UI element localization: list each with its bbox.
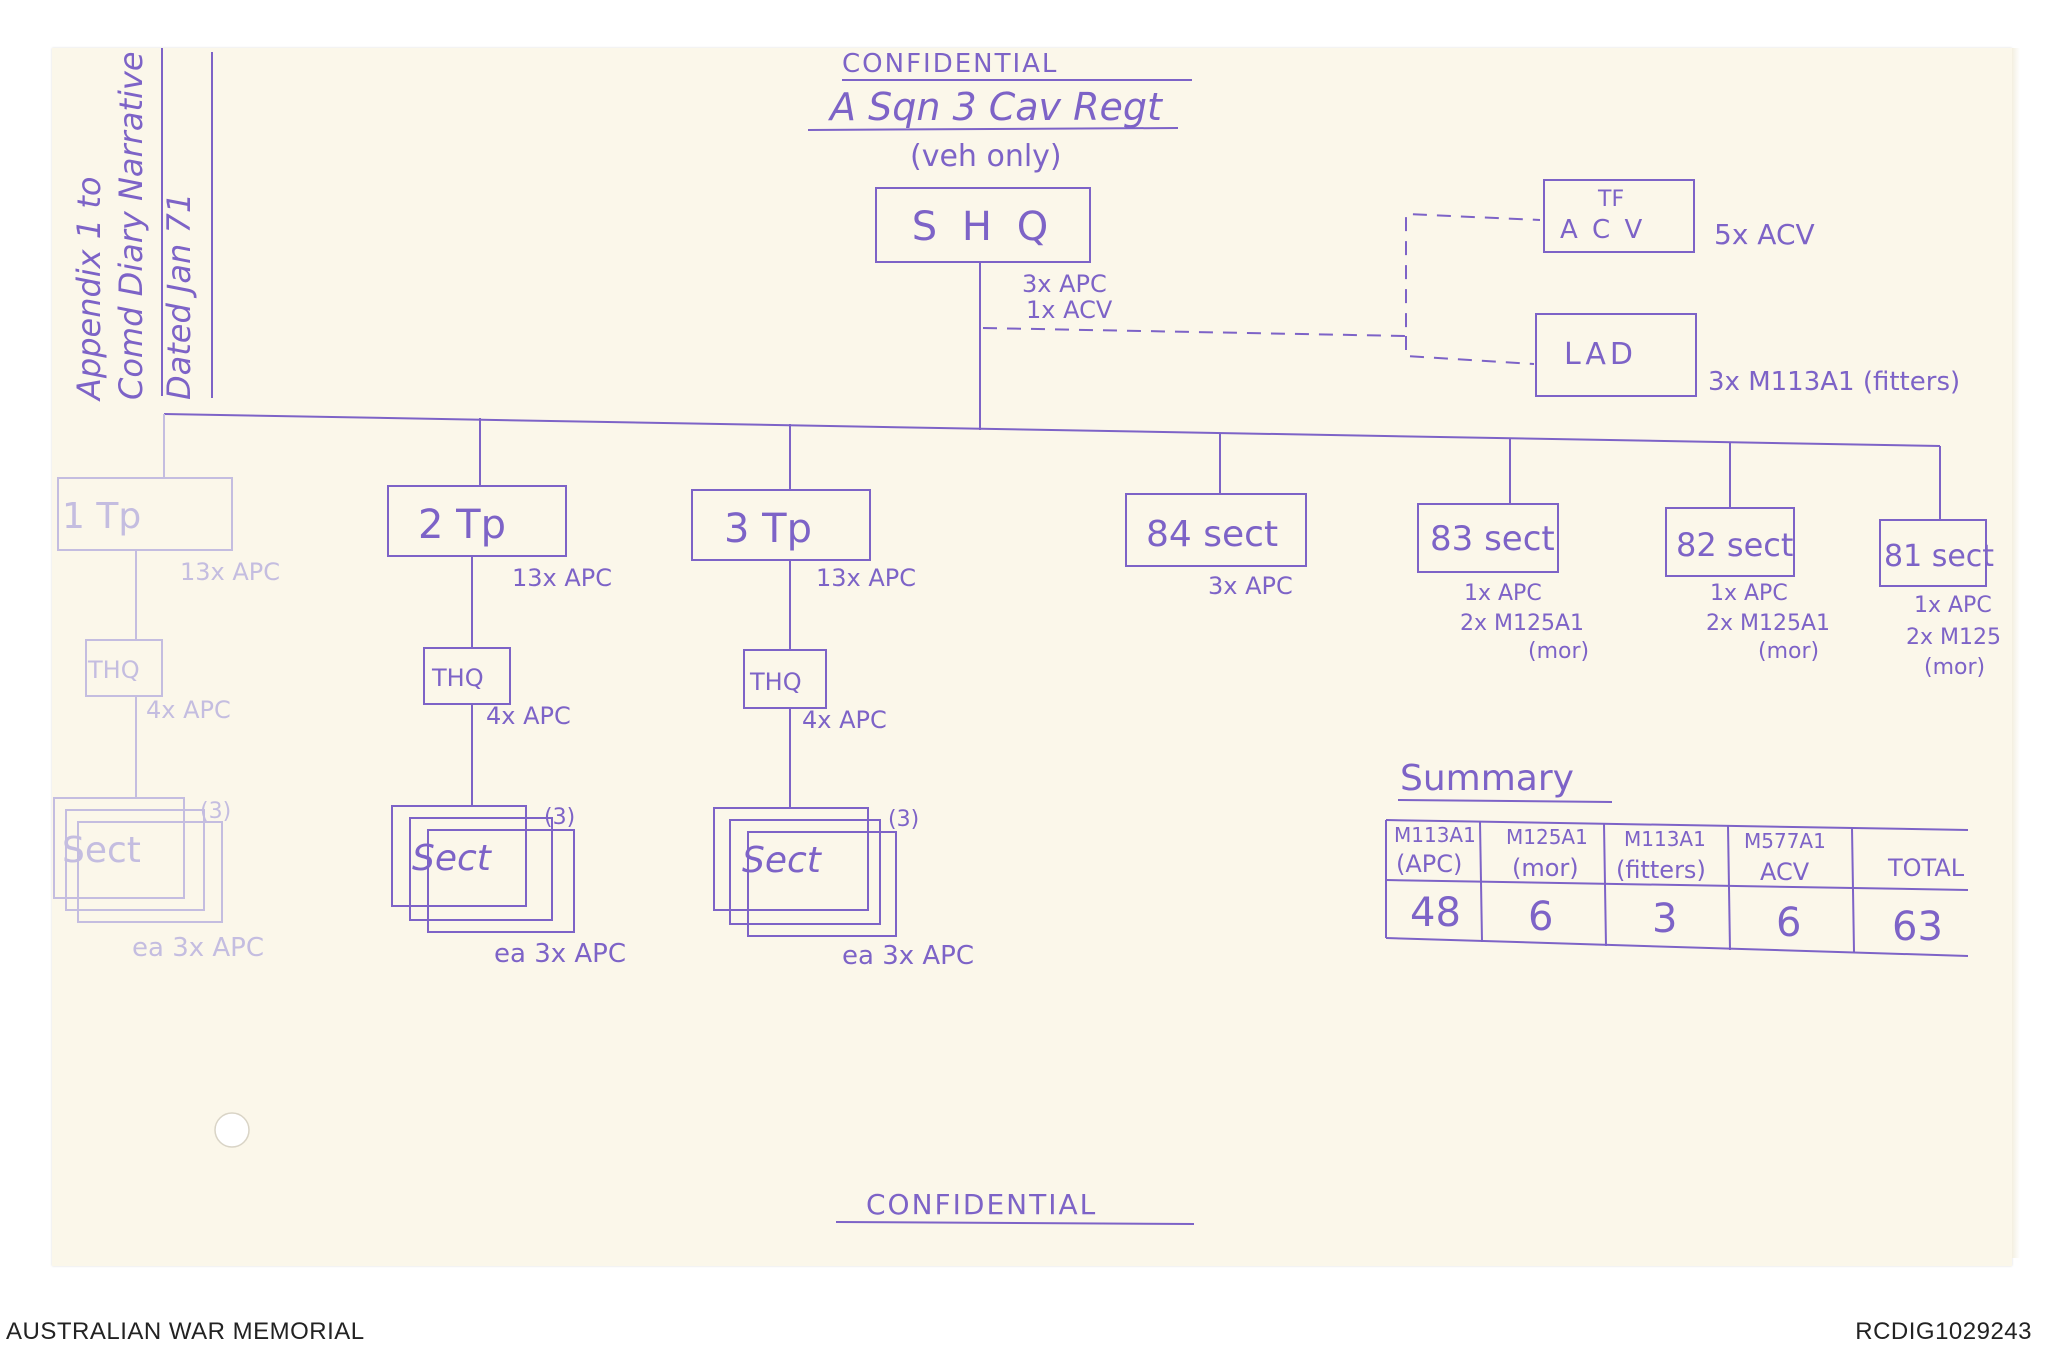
sect-81-vehicles-mor: (mor) xyxy=(1924,655,1985,680)
tf-acv-label-top: TF xyxy=(1597,187,1624,212)
troop-3-thq-box xyxy=(743,649,827,709)
summary-col4-line1: M577A1 xyxy=(1744,829,1826,853)
troop-2-thq-label: THQ xyxy=(431,664,484,692)
lad-label: LAD xyxy=(1564,337,1637,372)
troop-1-thq-vehicles: 4x APC xyxy=(146,696,231,724)
paper-edge xyxy=(2012,48,2020,1258)
summary-col1-line1: M113A1 xyxy=(1394,823,1476,847)
tf-acv-box xyxy=(1543,179,1695,253)
troop-1-sect-vehicles: ea 3x APC xyxy=(132,933,264,963)
sect-83-box xyxy=(1417,503,1559,573)
troop-2-sect-count: (3) xyxy=(544,805,575,830)
summary-col5-line2: TOTAL xyxy=(1887,854,1965,882)
footer-source: AUSTRALIAN WAR MEMORIAL xyxy=(6,1318,365,1345)
summary-col3-line2: (fitters) xyxy=(1616,856,1706,884)
summary-col3-line1: M113A1 xyxy=(1624,827,1706,851)
summary-col4-value: 6 xyxy=(1776,900,1801,946)
margin-note-line1: Appendix 1 to xyxy=(70,177,108,402)
chart-subtitle: (veh only) xyxy=(910,139,1062,174)
troop-2-vehicles: 13x APC xyxy=(512,564,612,592)
troop-2-thq-vehicles: 4x APC xyxy=(486,702,571,730)
troop-3-box xyxy=(691,489,871,561)
troop-3-thq-vehicles: 4x APC xyxy=(802,706,887,734)
troop-1-thq-label: THQ xyxy=(87,656,140,684)
punch-hole xyxy=(214,1112,250,1148)
troop-1-sect-label: Sect xyxy=(62,830,141,871)
sect-83-vehicles-apc: 1x APC xyxy=(1464,581,1542,606)
sect-81-vehicles-m125: 2x M125 xyxy=(1906,625,2001,650)
link-tf-acv xyxy=(982,212,1541,338)
margin-note: Appendix 1 to Comd Diary Narrative Dated… xyxy=(70,51,198,402)
summary-col1-value: 48 xyxy=(1410,890,1461,936)
troop-2-sect-label: Sect xyxy=(412,838,493,879)
sect-82-label: 82 sect xyxy=(1676,526,1793,564)
link-lad xyxy=(1405,336,1535,365)
summary-col3-value: 3 xyxy=(1652,896,1677,942)
lad-box xyxy=(1535,313,1697,397)
troop-1-sect-count: (3) xyxy=(200,799,231,824)
troop-3-thq-label: THQ xyxy=(749,668,802,696)
troop-2-label: 2 Tp xyxy=(418,502,506,548)
summary-col2-value: 6 xyxy=(1528,894,1553,940)
summary-title: Summary xyxy=(1400,758,1574,799)
summary-col4-line2: ACV xyxy=(1760,858,1810,886)
troop-2-sect-box xyxy=(391,805,527,907)
classification-top: CONFIDENTIAL xyxy=(842,49,1058,79)
chart-title: A Sqn 3 Cav Regt xyxy=(827,85,1164,129)
margin-note-line2: Comd Diary Narrative xyxy=(112,51,150,400)
sect-82-vehicles-apc: 1x APC xyxy=(1710,581,1788,606)
troop-3-sect-count: (3) xyxy=(888,807,919,832)
underline xyxy=(1397,799,1613,803)
troop-1-vehicles: 13x APC xyxy=(180,558,280,586)
troop-1-label: 1 Tp xyxy=(62,496,141,537)
troop-1-thq-box xyxy=(85,639,163,697)
footer-reference: RCDIG1029243 xyxy=(1855,1318,2032,1345)
underline xyxy=(835,1221,1195,1225)
sect-84-label: 84 sect xyxy=(1146,514,1278,555)
shq-vehicles-apc: 3x APC xyxy=(1022,270,1107,298)
margin-note-line3: Dated Jan 71 xyxy=(160,193,198,400)
summary-col2-line1: M125A1 xyxy=(1506,825,1588,849)
troop-1-box xyxy=(57,477,233,551)
sect-83-vehicles-m125: 2x M125A1 xyxy=(1460,611,1584,636)
sect-81-label: 81 sect xyxy=(1884,539,1994,574)
troop-2-box xyxy=(387,485,567,557)
underline xyxy=(807,127,1179,131)
troop-3-label: 3 Tp xyxy=(724,506,812,552)
summary-col5-value: 63 xyxy=(1892,904,1943,950)
summary-col2-line2: (mor) xyxy=(1512,854,1579,882)
troop-3-sect-box xyxy=(713,807,869,911)
classification-bottom: CONFIDENTIAL xyxy=(866,1188,1097,1221)
sect-82-vehicles-mor: (mor) xyxy=(1758,639,1819,664)
sect-81-box xyxy=(1879,519,1987,587)
shq-box xyxy=(875,187,1091,263)
troop-3-sect-vehicles: ea 3x APC xyxy=(842,941,974,971)
shq-label: S H Q xyxy=(912,204,1054,250)
sect-82-box xyxy=(1665,507,1795,577)
tf-acv-label-bottom: A C V xyxy=(1560,215,1645,245)
troop-2-sect-vehicles: ea 3x APC xyxy=(494,939,626,969)
troop-3-vehicles: 13x APC xyxy=(816,564,916,592)
lad-vehicles: 3x M113A1 (fitters) xyxy=(1708,367,1960,397)
sect-82-vehicles-m125: 2x M125A1 xyxy=(1706,611,1830,636)
troop-1 xyxy=(53,414,233,923)
tf-acv-vehicles: 5x ACV xyxy=(1714,218,1815,251)
main-bus xyxy=(163,413,1941,447)
sect-83-label: 83 sect xyxy=(1430,519,1555,559)
troop-2-thq-box xyxy=(423,647,511,705)
sect-83-vehicles-mor: (mor) xyxy=(1528,639,1589,664)
troop-3-sect-label: Sect xyxy=(742,840,823,881)
sect-84-box xyxy=(1125,493,1307,567)
troop-1-sect-box xyxy=(53,797,185,899)
summary-table xyxy=(1385,819,1969,957)
sect-81-vehicles-apc: 1x APC xyxy=(1914,593,1992,618)
summary-col1-line2: (APC) xyxy=(1396,850,1462,878)
shq-vehicles-acv: 1x ACV xyxy=(1026,296,1113,324)
sect-84-vehicles: 3x APC xyxy=(1208,572,1293,600)
